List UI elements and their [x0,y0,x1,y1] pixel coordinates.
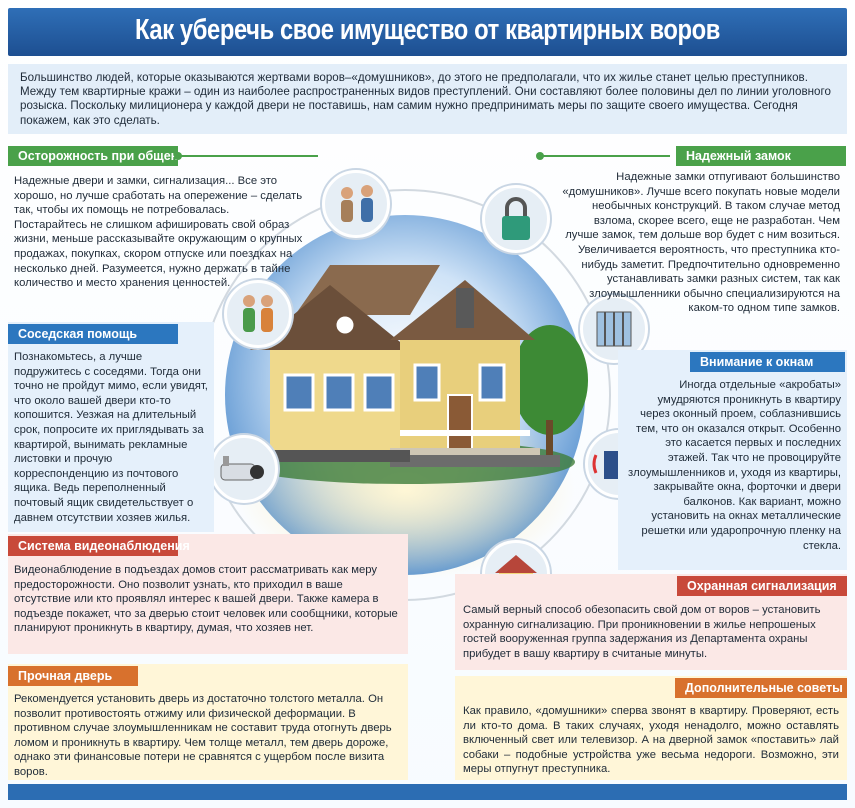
people-talking-icon [322,170,390,238]
caution-dot [174,152,182,160]
caution-panel: Надежные двери и замки, сигнализация... … [14,174,304,291]
alarm-text-box: Самый верный способ обезопасить свой дом… [463,603,839,661]
house-illustration [199,189,611,601]
door-text-box: Рекомендуется установить дверь из достат… [14,692,400,780]
windows-label: Внимание к окнам [690,352,845,372]
lock-connector [540,155,670,157]
tips-label: Дополнительные советы [675,678,847,698]
tips-text: Как правило, «домушники» сперва звонят в… [463,705,839,776]
door-label: Прочная дверь [8,666,138,686]
video-label: Система видеонаблюдения [8,536,190,556]
tips-text-box: Как правило, «домушники» сперва звонят в… [463,704,839,777]
lock-text: Надежные замки отпугивают большинство «д… [562,171,840,315]
alarm-text: Самый верный способ обезопасить свой дом… [463,604,821,660]
neighbors-panel [8,322,214,532]
video-text: Видеонаблюдение в подъездах домов стоит … [14,564,398,635]
alarm-label: Охранная сигнализация [677,576,847,596]
intro-text: Большинство людей, которые оказываются ж… [20,71,831,127]
video-text-box: Видеонаблюдение в подъездах домов стоит … [14,563,398,636]
caution-text: Надежные двери и замки, сигнализация... … [14,175,303,290]
lock-text-box: Надежные замки отпугивают большинство «д… [560,170,840,316]
windows-text-box: Иногда отдельные «акробаты» умудряются п… [626,378,841,553]
page-title: Как уберечь свое имущество от квартирных… [135,14,720,46]
title-bar: Как уберечь свое имущество от квартирных… [8,8,847,56]
windows-panel [618,350,847,570]
caution-label: Осторожность при общении [8,146,194,166]
cctv-camera-icon [210,435,278,503]
windows-text: Иногда отдельные «акробаты» умудряются п… [628,379,841,552]
bottom-bar [8,784,847,800]
lock-label: Надежный замок [676,146,846,166]
neighbors-text-box: Познакомьтесь, а лучше подружитесь с сос… [14,350,210,525]
neighbors-icon [224,280,292,348]
lock-dot [536,152,544,160]
door-text: Рекомендуется установить дверь из достат… [14,693,392,778]
padlock-icon [482,185,550,253]
neighbors-text: Познакомьтесь, а лучше подружитесь с сос… [14,351,208,524]
neighbors-label: Соседская помощь [8,324,178,344]
intro-panel: Большинство людей, которые оказываются ж… [8,64,847,134]
caution-connector [178,155,318,157]
